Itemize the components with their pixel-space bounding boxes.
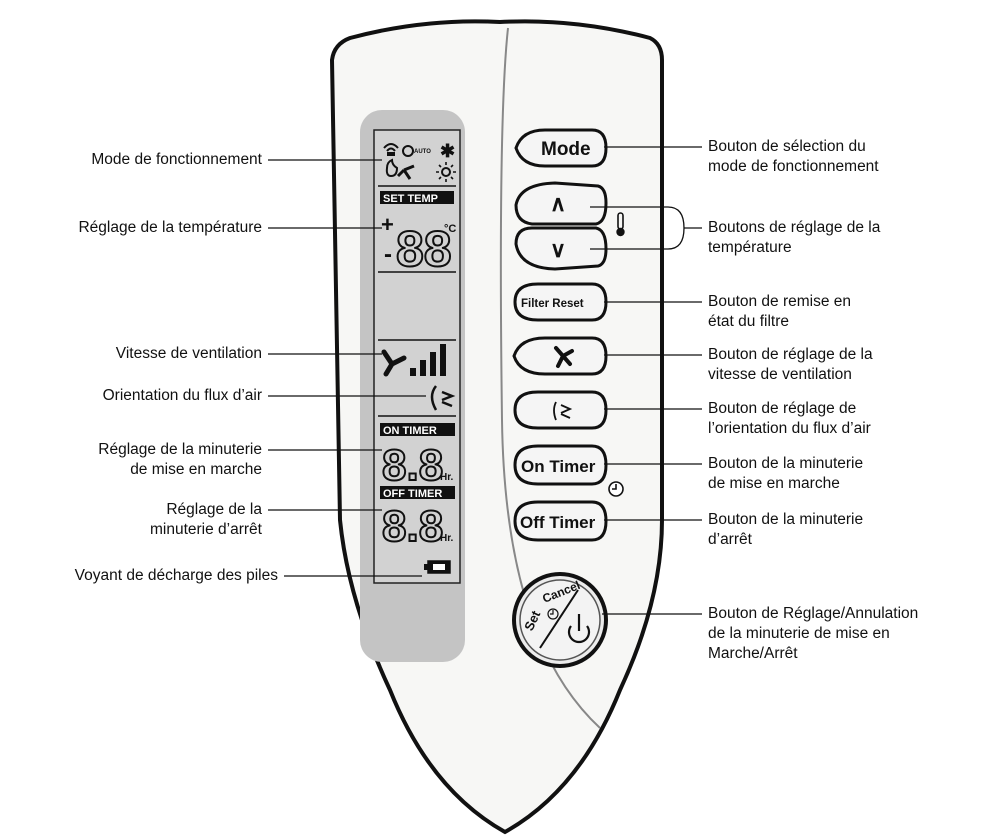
lcd-off-timer-label: OFF TIMER	[383, 488, 442, 500]
off-timer-button[interactable]: Off Timer	[513, 500, 608, 542]
on-timer-label: On Timer	[521, 457, 596, 476]
lcd-on-hr: Hr.	[440, 472, 454, 483]
lcd-auto-icon	[402, 145, 414, 157]
lcd-fan-bar-2	[420, 360, 426, 376]
temp-up-icon: ∧	[550, 191, 566, 216]
lcd-heat-rays	[436, 162, 456, 182]
thermometer-icon	[616, 212, 625, 237]
temp-down-icon: ∨	[550, 237, 566, 262]
mode-button[interactable]: Mode	[514, 128, 608, 168]
lcd-temp-digits: 88	[396, 221, 452, 277]
lcd-fan-bar-4	[440, 344, 446, 376]
clock-icon	[608, 481, 624, 497]
lcd-cool-icon: ✱	[440, 141, 455, 161]
off-timer-label: Off Timer	[520, 513, 596, 532]
lcd-on-digits: 8.8	[382, 441, 443, 490]
temp-up-button[interactable]: ∧	[514, 181, 608, 226]
lcd-off-timer-bg	[380, 486, 455, 499]
lcd-off-digits: 8.8	[382, 502, 443, 551]
lcd-dry-icon	[385, 158, 399, 178]
lcd-battery-inner	[433, 564, 445, 570]
label-filter-button: Bouton de remise en état du filtre	[708, 293, 852, 330]
lcd-on-timer-bg	[380, 423, 455, 436]
fan-icon	[554, 346, 574, 368]
lcd-fan-icon	[381, 349, 407, 377]
label-on-timer: Réglage de la minuterie de mise en march…	[98, 441, 262, 478]
filter-reset-label: Filter Reset	[521, 298, 584, 310]
label-temperature: Réglage de la température	[78, 219, 262, 236]
lcd-wifi-base	[387, 152, 395, 156]
lcd-wifi-icon	[383, 143, 399, 152]
label-set-cancel-button: Bouton de Réglage/Annulation de la minut…	[708, 605, 919, 662]
label-fan-speed: Vitesse de ventilation	[115, 345, 262, 362]
label-mode: Mode de fonctionnement	[91, 151, 262, 168]
mode-button-label: Mode	[541, 139, 591, 160]
set-cancel-button[interactable]: Set Cancel	[512, 572, 608, 668]
lcd-fan-bar-3	[430, 352, 436, 376]
lcd-set-temp-label: SET TEMP	[383, 193, 438, 205]
label-fan-button: Bouton de réglage de la vitesse de venti…	[708, 346, 873, 383]
on-timer-button[interactable]: On Timer	[513, 444, 608, 486]
fan-speed-button[interactable]	[512, 336, 608, 376]
lcd-temp-plus: +	[381, 212, 394, 237]
lcd-mode-icons: AUTO ✱	[383, 141, 456, 182]
lcd-battery-tip	[424, 564, 428, 570]
label-on-timer-button: Bouton de la minuterie de mise en marche	[708, 455, 864, 492]
right-leader-lines	[590, 146, 702, 615]
airflow-icon	[553, 401, 573, 421]
label-off-timer: Réglage de la minuterie d’arrêt	[150, 501, 262, 538]
lcd-heat-icon	[441, 167, 451, 177]
label-airflow-button: Bouton de réglage de l’orientation du fl…	[708, 400, 871, 437]
lcd-celsius: °C	[444, 223, 456, 235]
left-leader-lines	[268, 159, 426, 577]
lcd-off-hr: Hr.	[440, 533, 454, 544]
lcd-fan-mode-icon	[396, 164, 415, 180]
power-icon	[567, 614, 591, 644]
filter-reset-button[interactable]: Filter Reset	[513, 282, 608, 322]
lcd-fan-bar-1	[410, 368, 416, 376]
airflow-button[interactable]	[513, 390, 608, 430]
lcd-set-temp-bg	[380, 191, 454, 204]
lcd-temp-minus: -	[384, 241, 392, 268]
label-battery: Voyant de décharge des piles	[74, 567, 278, 584]
lcd-auto-text: AUTO	[414, 149, 431, 155]
label-mode-button: Bouton de sélection du mode de fonctionn…	[708, 138, 879, 175]
timer-clock-icon	[547, 608, 559, 620]
lcd-airflow-icon	[430, 385, 456, 411]
label-off-timer-button: Bouton de la minuterie d’arrêt	[708, 511, 864, 548]
set-cancel-divider	[539, 589, 579, 649]
label-airflow: Orientation du flux d’air	[102, 387, 262, 404]
lcd-on-timer-label: ON TIMER	[383, 425, 437, 437]
label-temp-buttons: Boutons de réglage de la température	[708, 219, 881, 256]
